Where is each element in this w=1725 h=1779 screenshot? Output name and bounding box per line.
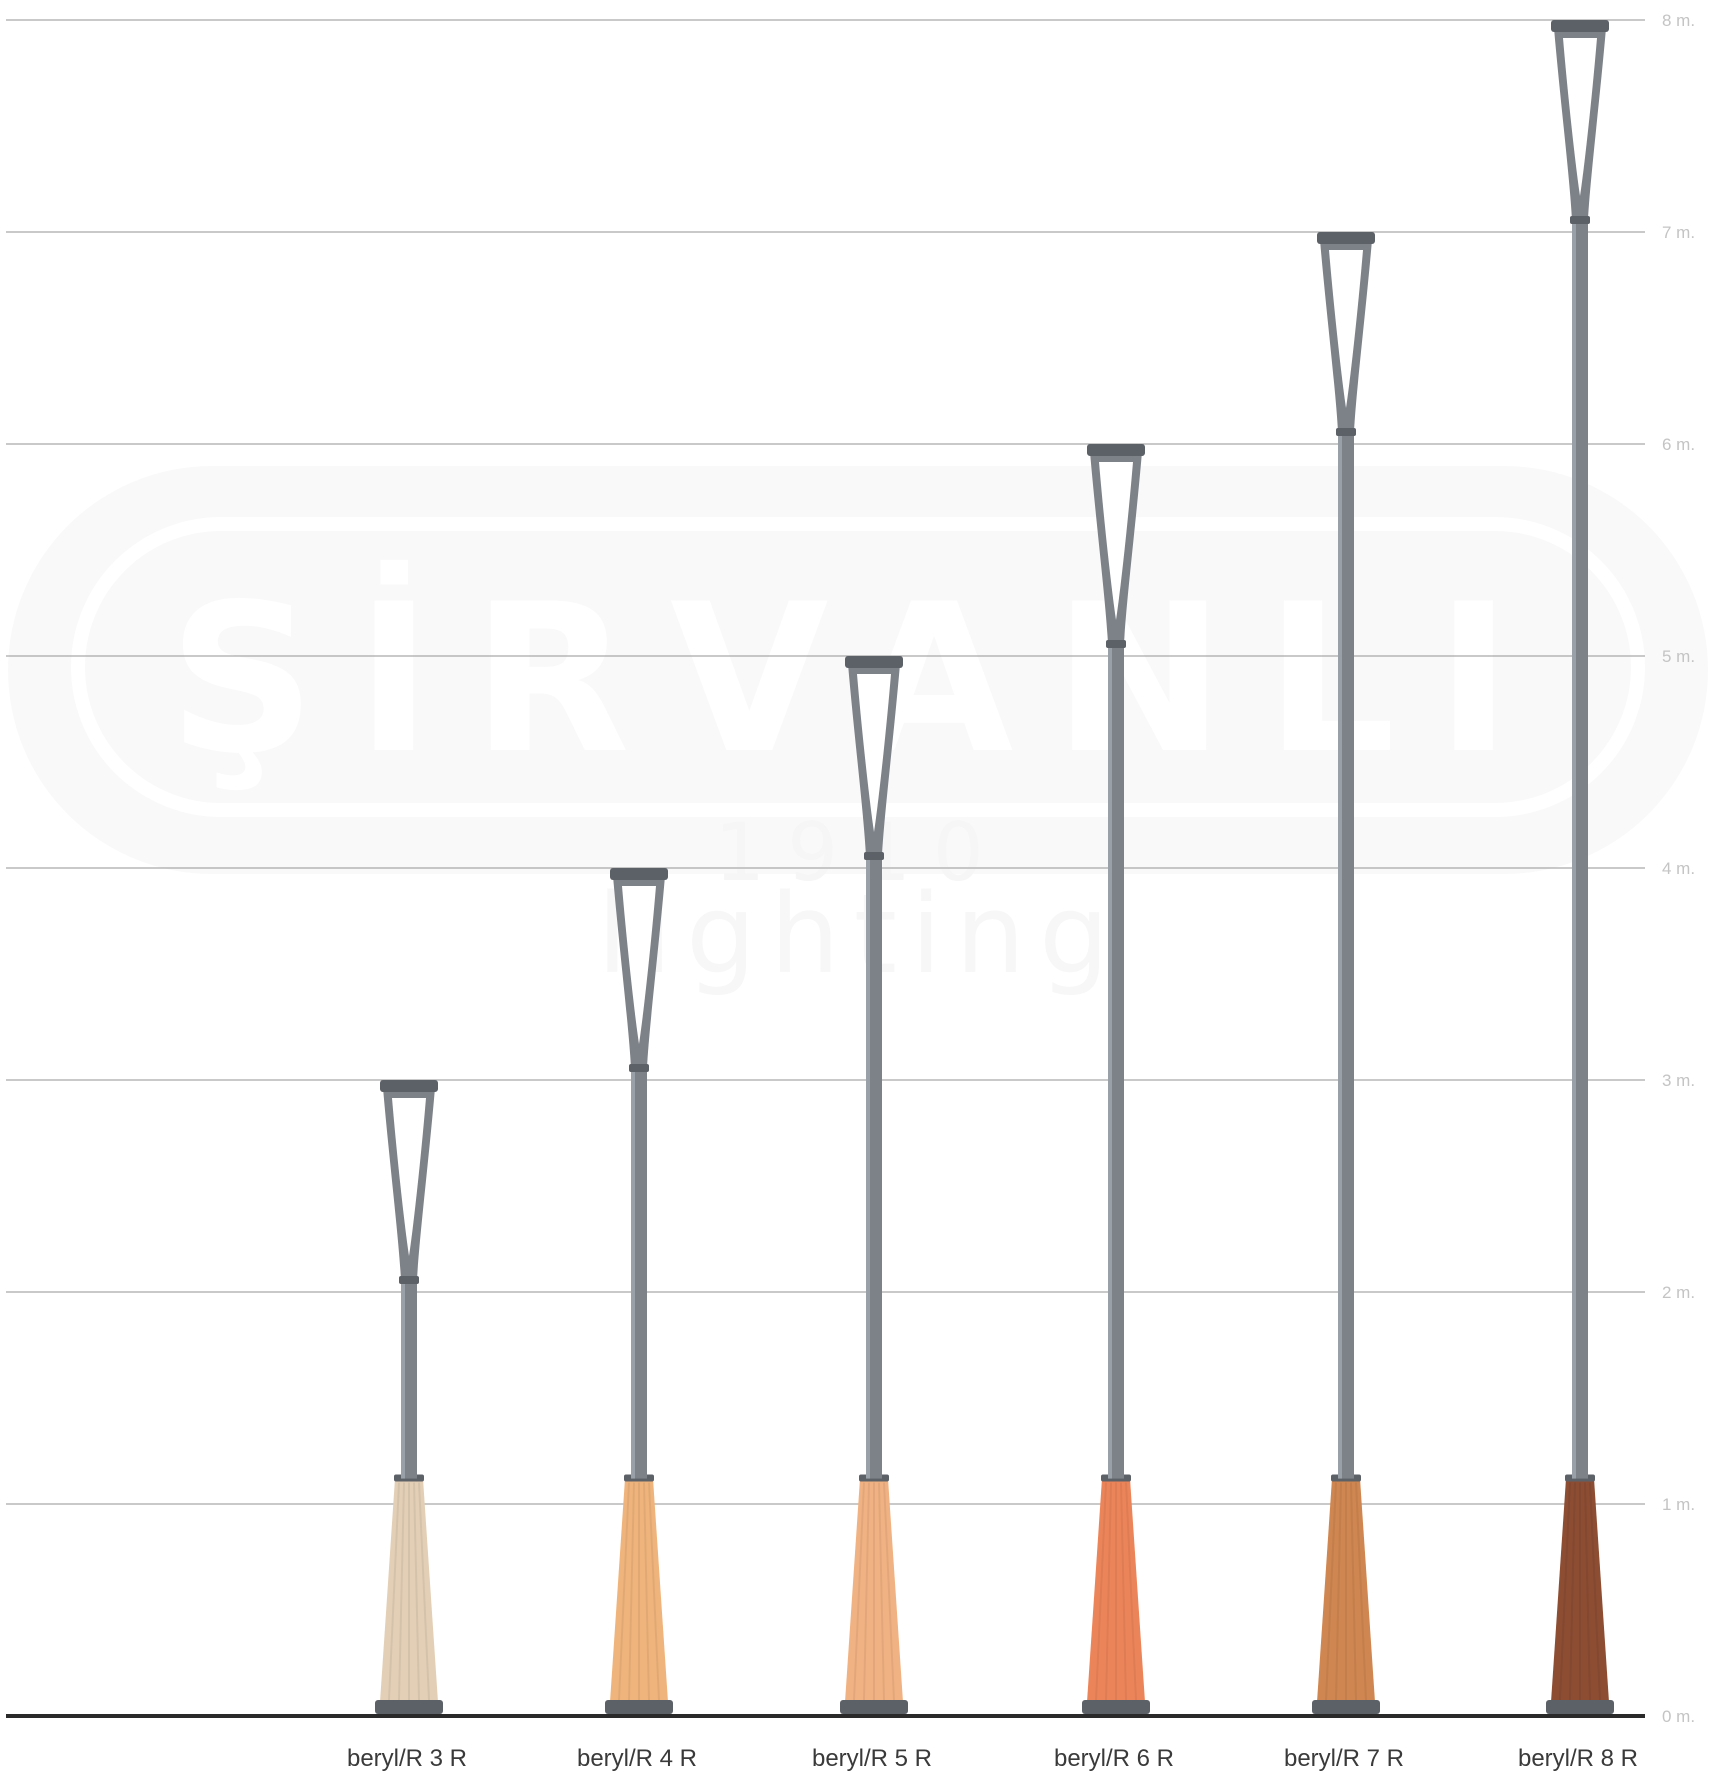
pole-shaft-highlight (401, 1280, 405, 1479)
wooden-base (610, 1478, 668, 1702)
wood-grain (643, 1482, 650, 1701)
watermark-tagline: lighting (597, 870, 1123, 998)
wood-grain (1325, 1482, 1337, 1701)
foot-plate (840, 1700, 908, 1714)
luminaire-opening (1563, 38, 1597, 196)
pole-shaft-highlight (1572, 220, 1576, 1479)
wood-grain (1105, 1482, 1112, 1701)
wood-grain (1355, 1482, 1367, 1701)
height-tick-label: 6 m. (1662, 435, 1695, 454)
pole-6m (1082, 444, 1150, 1714)
model-label: beryl/R 3 R (347, 1745, 467, 1772)
luminaire-cap (1317, 232, 1375, 244)
pole-shaft-highlight (631, 1068, 635, 1479)
wood-grain (1350, 1482, 1357, 1701)
luminaire-joint (629, 1064, 649, 1072)
wood-grain (1095, 1482, 1107, 1701)
wood-grain (1559, 1482, 1571, 1701)
height-tick-label: 4 m. (1662, 859, 1695, 878)
wooden-base (1317, 1478, 1375, 1702)
wood-grain (418, 1482, 430, 1701)
foot-plate (375, 1700, 443, 1714)
luminaire-joint (864, 852, 884, 860)
luminaire-joint (1570, 216, 1590, 224)
model-labels: beryl/R 3 R beryl/R 4 R beryl/R 5 R beryl/R… (347, 1745, 1638, 1772)
pole-5m (840, 656, 908, 1714)
height-tick-label: 7 m. (1662, 223, 1695, 242)
luminaire-cap (610, 868, 668, 880)
wood-grain (413, 1482, 420, 1701)
foot-plate (1312, 1700, 1380, 1714)
luminaire-opening (622, 886, 656, 1044)
wooden-base (1087, 1478, 1145, 1702)
wood-grain (398, 1482, 405, 1701)
wood-grain (883, 1482, 895, 1701)
wood-grain (1335, 1482, 1342, 1701)
foot-plate (1082, 1700, 1150, 1714)
luminaire-joint (1106, 640, 1126, 648)
pole-3m (375, 1080, 443, 1714)
luminaire-opening (1099, 462, 1133, 620)
height-tick-label: 0 m. (1662, 1707, 1695, 1726)
wooden-base (380, 1478, 438, 1702)
wood-grain (618, 1482, 630, 1701)
height-tick-label: 1 m. (1662, 1495, 1695, 1514)
wood-grain (1120, 1482, 1127, 1701)
wood-grain (863, 1482, 870, 1701)
model-label: beryl/R 8 R (1518, 1745, 1638, 1772)
pole-8m (1546, 20, 1614, 1714)
luminaire-opening (392, 1098, 426, 1256)
luminaire-joint (1336, 428, 1356, 436)
pole-shaft-highlight (1108, 644, 1112, 1479)
watermark-year: 1910 (714, 806, 1006, 899)
height-tick-label: 2 m. (1662, 1283, 1695, 1302)
foot-plate (1546, 1700, 1614, 1714)
wood-grain (1584, 1482, 1591, 1701)
pole-7m (1312, 232, 1380, 1714)
pole-shaft-highlight (866, 856, 870, 1479)
wood-grain (1125, 1482, 1137, 1701)
luminaire-cap (1087, 444, 1145, 456)
height-tick-label: 3 m. (1662, 1071, 1695, 1090)
wood-grain (1569, 1482, 1576, 1701)
wooden-base (1551, 1478, 1609, 1702)
foot-plate (605, 1700, 673, 1714)
height-grid: 0 m. 1 m. 2 m. 3 m. 4 m. 5 m. 6 m. 7 m. 8 m. (6, 11, 1695, 1726)
watermark-inner-ring (71, 517, 1645, 817)
model-label: beryl/R 7 R (1284, 1745, 1404, 1772)
wood-grain (878, 1482, 885, 1701)
model-label: beryl/R 4 R (577, 1745, 697, 1772)
wood-grain (388, 1482, 400, 1701)
wood-grain (628, 1482, 635, 1701)
luminaire-cap (1551, 20, 1609, 32)
height-tick-label: 5 m. (1662, 647, 1695, 666)
luminaire-cap (380, 1080, 438, 1092)
height-tick-label: 8 m. (1662, 11, 1695, 30)
luminaire-opening (857, 674, 891, 832)
pole-shaft-highlight (1338, 432, 1342, 1479)
wooden-base (845, 1478, 903, 1702)
poles (375, 20, 1614, 1714)
luminaire-opening (1329, 250, 1363, 408)
model-label: beryl/R 5 R (812, 1745, 932, 1772)
luminaire-cap (845, 656, 903, 668)
luminaire-joint (399, 1276, 419, 1284)
wood-grain (648, 1482, 660, 1701)
pole-4m (605, 868, 673, 1714)
wood-grain (1589, 1482, 1601, 1701)
model-label: beryl/R 6 R (1054, 1745, 1174, 1772)
watermark-brand: ŞİRVANLI (168, 559, 1552, 799)
wood-grain (853, 1482, 865, 1701)
